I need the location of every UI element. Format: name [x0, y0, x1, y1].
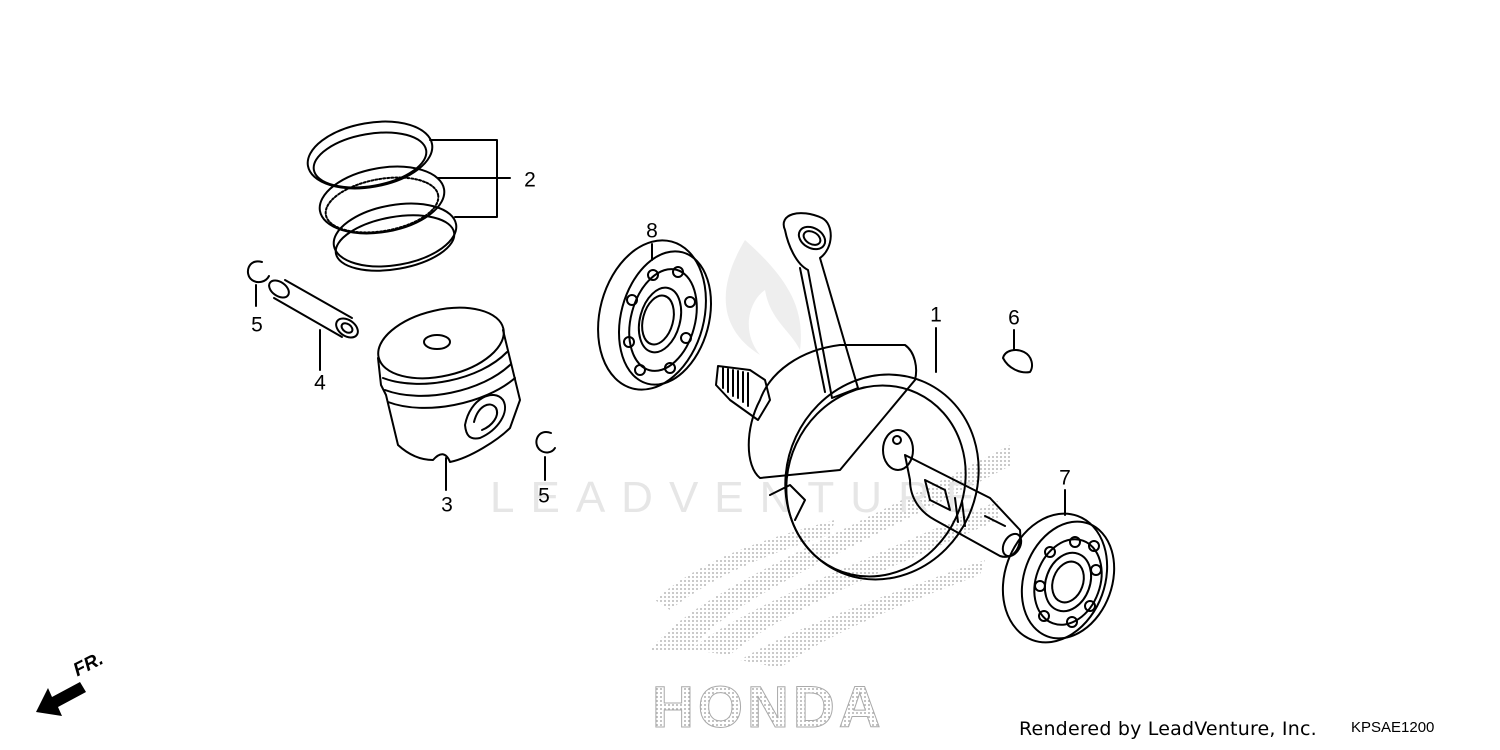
callout-bearing-right: 7: [1059, 466, 1071, 490]
front-arrow-icon: [36, 682, 86, 716]
callout-pin: 4: [314, 371, 326, 395]
woodruff-key: [1002, 349, 1033, 374]
callout-bearing-left: 8: [646, 219, 658, 243]
render-credit: Rendered by LeadVenture, Inc.: [1019, 718, 1317, 740]
leadventure-watermark: LEADVENTURE: [490, 473, 991, 522]
callout-piston: 3: [441, 493, 453, 517]
flame-watermark: [725, 240, 801, 355]
callout-crankshaft: 1: [930, 303, 942, 327]
circlip-lower: [535, 431, 556, 454]
ball-bearing-right: [1001, 512, 1116, 644]
circlip-upper: [246, 260, 270, 284]
callout-key: 6: [1008, 306, 1020, 330]
honda-brand-watermark: HONDA: [652, 675, 885, 740]
callout-ring-set: 2: [524, 168, 536, 192]
ball-bearing-left: [597, 239, 713, 391]
diagram-code: KPSAE1200: [1351, 719, 1435, 736]
piston: [377, 306, 521, 463]
piston-ring-set: [306, 120, 458, 272]
piston-pin: [268, 279, 359, 339]
callout-clip-lower: 5: [538, 484, 550, 508]
honda-wing-watermark: [650, 445, 1012, 668]
callout-clip-upper: 5: [251, 313, 263, 337]
callout-leader-ring-set: [429, 139, 511, 218]
crankshaft: [715, 212, 1023, 581]
